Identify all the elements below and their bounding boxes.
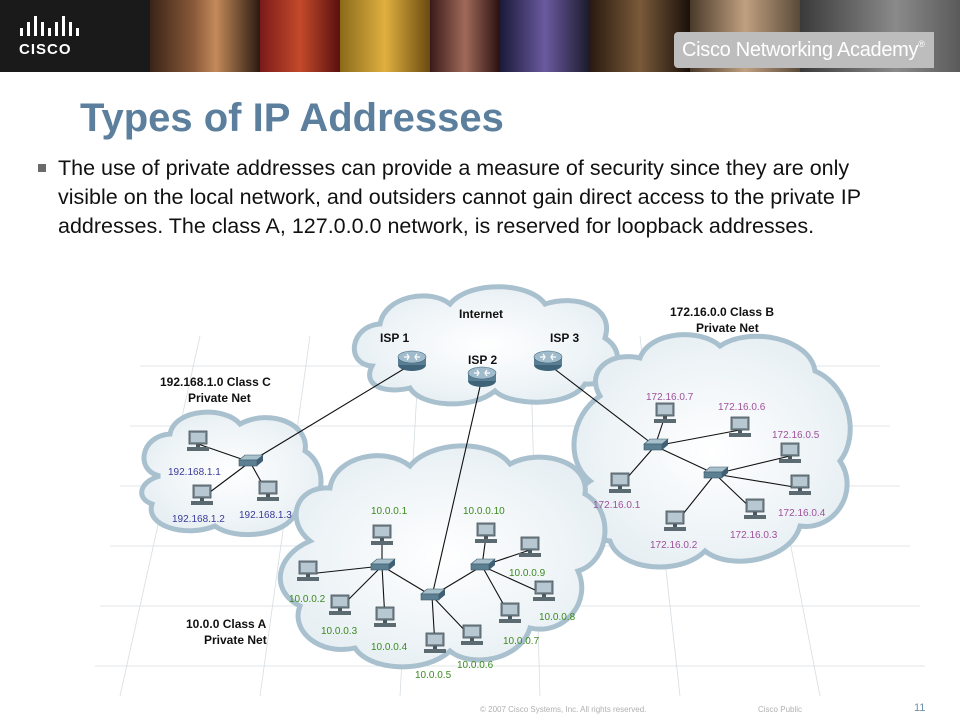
pc-icon: [498, 602, 522, 624]
internet-cloud: [352, 284, 620, 407]
isp1-label: ISP 1: [380, 331, 409, 345]
ip-label: 10.0.0.1: [371, 506, 408, 517]
banner-photo: [430, 0, 500, 72]
bullet-square-icon: [38, 164, 46, 172]
pc-icon: [370, 524, 394, 546]
pc-icon: [663, 510, 687, 532]
pc-icon: [608, 472, 632, 494]
network-diagram: Internet ISP 1 ISP 2 ISP 3 192.168.1.0 C…: [95, 284, 925, 697]
pc-icon: [778, 442, 802, 464]
pc-icon: [186, 430, 210, 452]
cisco-logo: CISCO: [19, 16, 79, 58]
ip-label: 10.0.0.4: [371, 642, 408, 653]
class-b-subtitle: Private Net: [696, 321, 759, 335]
class-c-title: 192.168.1.0 Class C: [160, 375, 271, 389]
ip-label: 10.0.0.2: [289, 594, 326, 605]
isp3-router-icon: [533, 350, 563, 372]
ip-label: 10.0.0.7: [503, 636, 540, 647]
footer-classification: Cisco Public: [758, 705, 803, 714]
ip-label: 172.16.0.4: [778, 508, 826, 519]
pc-icon: [474, 522, 498, 544]
ip-label: 172.16.0.7: [646, 392, 694, 403]
isp1-router-icon: [397, 350, 427, 372]
bullet-text: The use of private addresses can provide…: [58, 156, 861, 238]
pc-icon: [728, 416, 752, 438]
ip-label: 192.168.1.3: [239, 510, 292, 521]
network-links: [197, 363, 801, 647]
isp2-router-icon: [467, 366, 497, 388]
isp3-label: ISP 3: [550, 331, 579, 345]
pc-icon: [328, 594, 352, 616]
ip-label: 172.16.0.6: [718, 402, 766, 413]
banner-photo: [340, 0, 430, 72]
banner-photo: [590, 0, 690, 72]
class-c-subtitle: Private Net: [188, 391, 251, 405]
pc-icon: [460, 624, 484, 646]
pc-icon: [518, 536, 542, 558]
class-b-title: 172.16.0.0 Class B: [670, 305, 774, 319]
pc-icon: [423, 632, 447, 654]
ip-label: 172.16.0.1: [593, 500, 641, 511]
ip-label: 10.0.0.5: [415, 670, 452, 681]
pc-icon: [256, 480, 280, 502]
banner-photo: [260, 0, 340, 72]
slide-title: Types of IP Addresses: [80, 96, 504, 140]
class-a-subtitle: Private Net: [204, 633, 267, 647]
pc-icon: [190, 484, 214, 506]
ip-label: 172.16.0.5: [772, 430, 820, 441]
cisco-brand-text: CISCO: [19, 41, 72, 58]
header-banner: CISCO Cisco Networking Academy®: [0, 0, 960, 72]
ip-label: 172.16.0.2: [650, 540, 698, 551]
banner-photo: [500, 0, 590, 72]
pc-icon: [532, 580, 556, 602]
ip-label: 10.0.0.10: [463, 506, 505, 517]
class-a-cloud: [277, 443, 608, 670]
ip-label: 172.16.0.3: [730, 530, 778, 541]
ip-label: 192.168.1.1: [168, 467, 221, 478]
pc-icon: [743, 498, 767, 520]
class-c-cloud: [139, 409, 324, 538]
ip-label: 10.0.0.9: [509, 568, 546, 579]
isp2-label: ISP 2: [468, 353, 497, 367]
ip-label: 10.0.0.6: [457, 660, 494, 671]
footer-copyright: © 2007 Cisco Systems, Inc. All rights re…: [480, 705, 647, 714]
ip-label: 10.0.0.3: [321, 626, 358, 637]
academy-name: Cisco Networking Academy: [682, 39, 919, 61]
page-number: 11: [914, 702, 926, 714]
ip-label: 192.168.1.2: [172, 514, 225, 525]
pc-icon: [653, 402, 677, 424]
pc-icon: [788, 474, 812, 496]
banner-photo: [150, 0, 260, 72]
registered-mark: ®: [918, 39, 925, 49]
internet-label: Internet: [459, 307, 503, 321]
class-a-title: 10.0.0 Class A: [186, 617, 267, 631]
pc-icon: [373, 606, 397, 628]
ip-label: 10.0.0.8: [539, 612, 576, 623]
networking-academy-badge: Cisco Networking Academy®: [674, 32, 934, 68]
pc-icon: [296, 560, 320, 582]
class-b-cloud: [571, 332, 853, 570]
